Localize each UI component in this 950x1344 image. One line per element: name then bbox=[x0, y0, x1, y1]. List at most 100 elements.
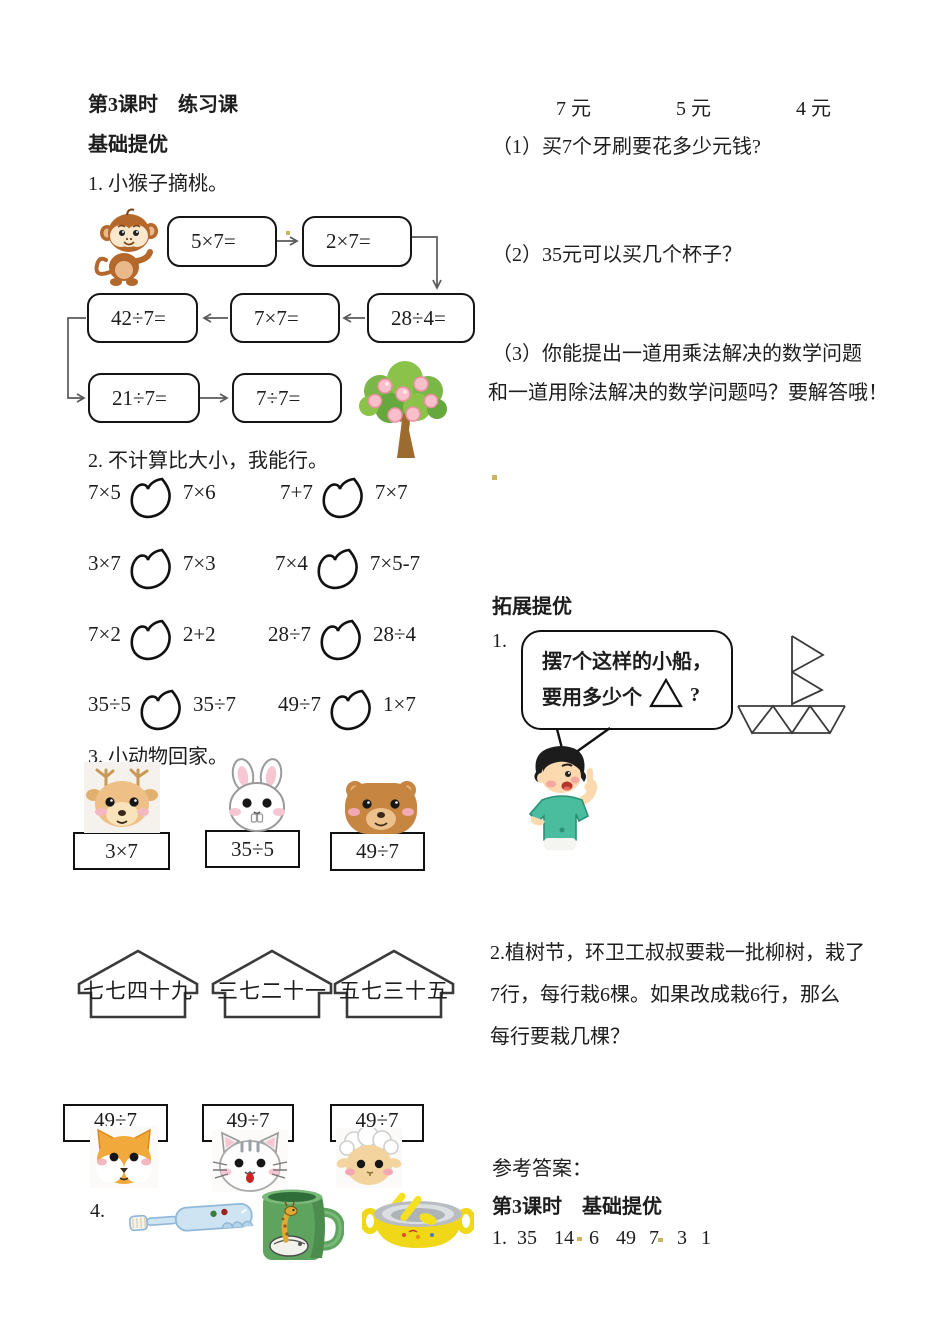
answer-item: 1. bbox=[492, 1227, 507, 1249]
sub-question-3-line1: （3）你能提出一道用乘法解决的数学问题 bbox=[492, 343, 862, 365]
comparison-bubble-shape bbox=[320, 619, 361, 661]
comparison-right: 1×7 bbox=[383, 692, 416, 716]
cat-illustration bbox=[212, 1130, 288, 1192]
comparison-pair: 3×7 7×3 bbox=[88, 548, 216, 595]
section-heading-extension: 拓展提优 bbox=[492, 596, 572, 618]
comparison-bubble-shape bbox=[130, 477, 171, 519]
speech-bubble-line2: 要用多少个 ? bbox=[542, 677, 731, 710]
rabbit-illustration bbox=[229, 758, 285, 832]
extension2-line2: 7行，每行栽6棵。如果改成栽6行，那么 bbox=[490, 984, 840, 1006]
speech-bubble-line1: 摆7个这样的小船， bbox=[542, 651, 712, 673]
monkey-illustration bbox=[94, 208, 158, 286]
monkey-flowchart: 5×7= 2×7= 42÷7= 7×7= 28÷4= 21÷7= 7÷7= bbox=[60, 200, 480, 460]
flow-box-21div7: 21÷7= bbox=[88, 373, 200, 423]
answer-item: 6 bbox=[589, 1227, 599, 1249]
sub-question-2: （2）35元可以买几个杯子？ bbox=[492, 244, 742, 266]
comparison-left: 35÷5 bbox=[88, 692, 132, 716]
expression-card-bear: 49÷7 bbox=[330, 832, 425, 871]
flow-box-2x7: 2×7= bbox=[302, 216, 412, 267]
speech-bubble-line2-pre: 要用多少个 bbox=[542, 687, 642, 709]
yellow-bowl-illustration bbox=[362, 1192, 474, 1248]
comparison-left: 7×2 bbox=[88, 622, 121, 646]
house-card: 五七三十五 bbox=[333, 948, 455, 1020]
answer-item: 14 bbox=[554, 1227, 574, 1249]
comparison-right: 7×6 bbox=[182, 480, 216, 504]
comparison-bubble-shape bbox=[130, 548, 171, 590]
scan-artifact-dot bbox=[658, 1238, 663, 1242]
comparison-left: 7×5 bbox=[88, 480, 121, 504]
speech-bubble-line2-post: ? bbox=[690, 684, 700, 706]
answer-item: 49 bbox=[616, 1227, 636, 1249]
comparison-left: 3×7 bbox=[88, 551, 121, 575]
expression-card-deer: 3×7 bbox=[73, 832, 170, 870]
comparison-bubble-shape bbox=[330, 689, 371, 731]
house-rhyme-label: 五七三十五 bbox=[339, 979, 449, 1003]
comparison-pair: 7×5 7×6 bbox=[88, 477, 216, 524]
house-shape bbox=[333, 949, 455, 1019]
comparison-left: 49÷7 bbox=[278, 692, 322, 716]
comparison-right: 7×7 bbox=[374, 480, 408, 504]
boy-illustration bbox=[528, 746, 598, 850]
question2-label: 2. 不计算比大小，我能行。 bbox=[88, 450, 328, 472]
answer-item: 1 bbox=[701, 1227, 711, 1249]
speech-bubble: 摆7个这样的小船， 要用多少个 ? bbox=[521, 630, 733, 730]
flowchart-connector-lines bbox=[67, 231, 442, 403]
answer-item: 3 bbox=[677, 1227, 687, 1249]
comparison-pair: 49÷7 1×7 bbox=[278, 689, 416, 736]
extension2-line3: 每行要栽几棵？ bbox=[490, 1026, 630, 1048]
extension1-label: 1. bbox=[492, 630, 507, 652]
comparison-pair: 7×4 7×5-7 bbox=[275, 548, 421, 595]
comparison-bubble-shape bbox=[130, 619, 171, 661]
fox-illustration bbox=[90, 1126, 158, 1188]
flow-box-42div7: 42÷7= bbox=[87, 293, 198, 343]
question1-label: 1. 小猴子摘桃。 bbox=[88, 173, 228, 195]
price-label-cup: 5 元 bbox=[676, 98, 711, 120]
deer-illustration bbox=[84, 762, 160, 833]
triangle-piece-icon bbox=[649, 677, 683, 707]
comparison-bubble-shape bbox=[140, 689, 181, 731]
comparison-pair: 35÷5 35÷7 bbox=[88, 689, 237, 736]
price-label-bowl: 4 元 bbox=[796, 98, 831, 120]
flow-box-7div7: 7÷7= bbox=[232, 373, 342, 423]
expression-card-rabbit: 35÷5 bbox=[205, 830, 300, 868]
house-rhyme-label: 三七二十一 bbox=[217, 979, 327, 1003]
answers-subheading: 第3课时 基础提优 bbox=[492, 1196, 662, 1218]
comparison-pair: 28÷7 28÷4 bbox=[268, 619, 417, 666]
house-card: 三七二十一 bbox=[211, 948, 333, 1020]
scan-artifact-dot bbox=[577, 1237, 582, 1241]
answer-item: 35 bbox=[517, 1227, 537, 1249]
giraffe-mug-illustration bbox=[262, 1189, 344, 1260]
comparison-bubble-shape bbox=[322, 477, 363, 519]
scan-artifact-dot bbox=[492, 475, 497, 480]
extension2-line1: 2.植树节，环卫工叔叔要栽一批柳树，栽了 bbox=[490, 942, 865, 964]
comparison-left: 28÷7 bbox=[268, 622, 312, 646]
peach-tree-illustration bbox=[359, 361, 447, 458]
house-card: 七七四十九 bbox=[77, 948, 199, 1020]
answers-heading: 参考答案： bbox=[492, 1158, 592, 1180]
comparison-pair: 7+7 7×7 bbox=[280, 477, 408, 524]
price-label-toothbrush: 7 元 bbox=[556, 98, 591, 120]
comparison-right: 35÷7 bbox=[193, 692, 237, 716]
answer-item: 7 bbox=[649, 1227, 659, 1249]
flow-box-5x7: 5×7= bbox=[167, 216, 277, 267]
house-rhyme-label: 七七四十九 bbox=[83, 979, 193, 1003]
comparison-left: 7×4 bbox=[275, 551, 308, 575]
comparison-right: 28÷4 bbox=[373, 622, 417, 646]
comparison-right: 7×5-7 bbox=[369, 551, 421, 575]
flow-box-7x7: 7×7= bbox=[230, 293, 340, 343]
sheep-illustration bbox=[336, 1128, 402, 1188]
comparison-right: 2+2 bbox=[182, 622, 216, 646]
question4-label: 4. bbox=[90, 1200, 105, 1222]
flow-box-28div4: 28÷4= bbox=[367, 293, 475, 343]
section-heading-basic: 基础提优 bbox=[88, 134, 168, 156]
comparison-bubble-shape bbox=[317, 548, 358, 590]
bear-illustration bbox=[345, 781, 417, 834]
comparison-right: 7×3 bbox=[182, 551, 216, 575]
toothbrush-illustration bbox=[129, 1202, 254, 1232]
triangle-boat-illustration bbox=[737, 635, 846, 735]
sub-question-3-line2: 和一道用除法解决的数学问题吗？要解答哦！ bbox=[488, 382, 888, 404]
comparison-pair: 7×2 2+2 bbox=[88, 619, 216, 666]
page-title: 第3课时 练习课 bbox=[88, 94, 238, 116]
sub-question-1: （1）买7个牙刷要花多少元钱? bbox=[492, 136, 761, 158]
